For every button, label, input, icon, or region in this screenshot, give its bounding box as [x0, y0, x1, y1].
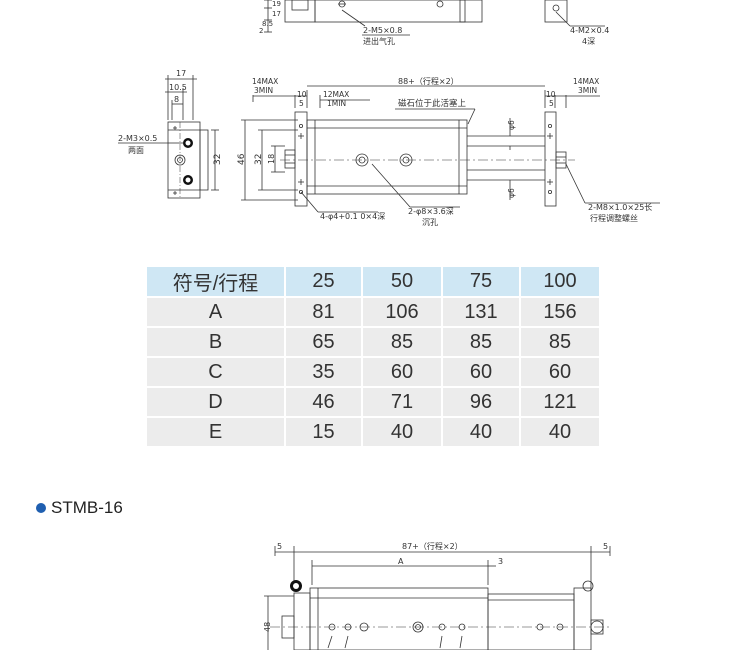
left-min: 3MIN — [254, 86, 273, 95]
table-row: E 15 40 40 40 — [147, 418, 599, 446]
table-cell: 156 — [521, 298, 599, 326]
stmb16-height-48: 48 — [263, 622, 272, 632]
table-cell: E — [147, 418, 284, 446]
height-32: 32 — [254, 154, 264, 165]
side-view: 17 10.5 8 2-M3×0.5 两面 32 — [118, 69, 223, 199]
table-cell: 65 — [286, 328, 361, 356]
table-cell: 15 — [286, 418, 361, 446]
table-cell: 85 — [521, 328, 599, 356]
stmb16-dim-5-right: 5 — [603, 542, 608, 551]
stmb16-drawing: 5 87+（行程×2） 5 A 3 — [263, 541, 611, 650]
rod-dia-2: φ6 — [507, 188, 516, 198]
height-18: 18 — [267, 154, 276, 164]
table-header-cell: 100 — [521, 267, 599, 296]
cbore-callout-line2: 沉孔 — [422, 218, 438, 227]
table-row: D 46 71 96 121 — [147, 388, 599, 416]
five-right: 5 — [549, 99, 554, 108]
table-cell: 121 — [521, 388, 599, 416]
adjust-screw-line1: 2-M8×1.0×25长 — [588, 202, 652, 212]
table-cell: 85 — [363, 328, 441, 356]
dim-8-5: 8.5 — [262, 20, 273, 28]
dim-17: 17 — [272, 10, 281, 18]
adjust-screw-line2: 行程调整螺丝 — [590, 213, 638, 223]
inner-max: 12MAX — [323, 90, 349, 99]
tap-callout-line1: 4-M2×0.4 — [570, 26, 609, 35]
dim-2: 2 — [259, 27, 263, 35]
ten-left: 10 — [297, 90, 307, 99]
stmb16-overall-length: 87+（行程×2） — [402, 541, 463, 551]
mount-holes-callout: 4-φ4+0.1 0×4深 — [320, 212, 385, 221]
side-dim-17: 17 — [176, 69, 186, 78]
table-row: B 65 85 85 85 — [147, 328, 599, 356]
stmb16-dim-3: 3 — [498, 557, 503, 566]
front-view: 88+（行程×2） 14MAX 3MIN 14MAX 3MIN 12MAX 1M… — [237, 76, 660, 227]
model-title: STMB-16 — [36, 498, 123, 518]
table-header-cell: 符号/行程 — [147, 267, 284, 296]
port-callout-line2: 进出气孔 — [363, 36, 395, 46]
left-max: 14MAX — [252, 77, 278, 86]
overall-length-dim: 88+（行程×2） — [398, 76, 459, 86]
table-cell: D — [147, 388, 284, 416]
top-partial-view: 19 17 8.5 2 2-M5×0.8 进出气孔 4-M2×0.4 4深 — [259, 0, 609, 46]
tap-callout-line2: 4深 — [582, 37, 595, 46]
height-46: 46 — [237, 153, 247, 165]
rod-dia-1: φ6 — [507, 120, 516, 130]
side-dim-8: 8 — [174, 95, 179, 104]
table-cell: 46 — [286, 388, 361, 416]
stmb16-dim-5-left: 5 — [277, 542, 282, 551]
table-cell: 81 — [286, 298, 361, 326]
right-min: 3MIN — [578, 86, 597, 95]
table-cell: 60 — [363, 358, 441, 386]
magnet-note: 磁石位于此活塞上 — [398, 98, 467, 109]
stmb16-dim-a: A — [398, 557, 404, 566]
right-max: 14MAX — [573, 77, 599, 86]
bullet-dot-icon — [36, 503, 46, 513]
side-thread-line1: 2-M3×0.5 — [118, 134, 157, 143]
model-title-text: STMB-16 — [51, 498, 123, 517]
table-header-row: 符号/行程 25 50 75 100 — [147, 267, 599, 296]
dim-19: 19 — [272, 0, 281, 8]
table-cell: 60 — [521, 358, 599, 386]
five-left: 5 — [299, 99, 304, 108]
table-cell: 60 — [443, 358, 519, 386]
table-cell: 106 — [363, 298, 441, 326]
table-cell: 40 — [363, 418, 441, 446]
side-dim-10-5: 10.5 — [169, 83, 187, 92]
inner-min: 1MIN — [327, 99, 346, 108]
side-thread-line2: 两面 — [128, 146, 144, 155]
table-cell: 40 — [443, 418, 519, 446]
table-header-cell: 50 — [363, 267, 441, 296]
table-cell: 40 — [521, 418, 599, 446]
table-cell: 131 — [443, 298, 519, 326]
side-height-32: 32 — [213, 154, 223, 165]
spec-table: 符号/行程 25 50 75 100 A 81 106 131 156 B 65… — [145, 265, 601, 448]
table-cell: 71 — [363, 388, 441, 416]
table-cell: 35 — [286, 358, 361, 386]
table-cell: B — [147, 328, 284, 356]
table-cell: C — [147, 358, 284, 386]
table-row: A 81 106 131 156 — [147, 298, 599, 326]
ten-right: 10 — [546, 90, 556, 99]
table-cell: A — [147, 298, 284, 326]
port-callout-line1: 2-M5×0.8 — [363, 26, 402, 35]
table-header-cell: 25 — [286, 267, 361, 296]
table-cell: 96 — [443, 388, 519, 416]
cbore-callout-line1: 2-φ8×3.6深 — [408, 207, 454, 216]
table-row: C 35 60 60 60 — [147, 358, 599, 386]
table-cell: 85 — [443, 328, 519, 356]
table-header-cell: 75 — [443, 267, 519, 296]
